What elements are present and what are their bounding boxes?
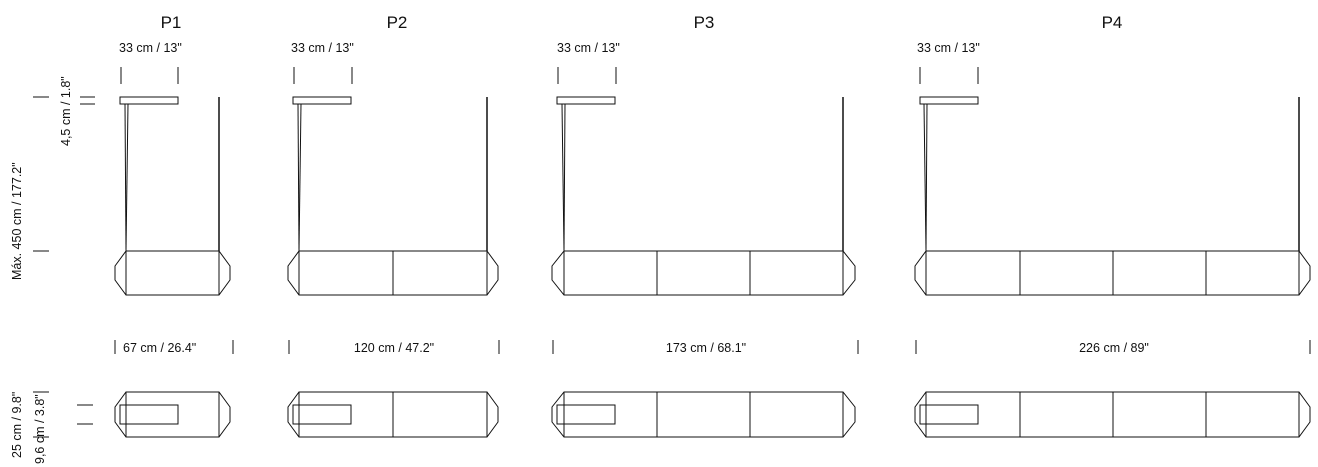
total-width-label: 67 cm / 26.4" (123, 341, 196, 355)
model-p1: P1 33 cm / 13" 67 cm / 26.4" (114, 13, 234, 438)
shade-width-label: 33 cm / 13" (291, 41, 354, 55)
lamp-body-front (114, 250, 231, 296)
canopy-shade (919, 96, 979, 105)
lamp-body-top (551, 391, 856, 438)
model-title: P4 (1102, 13, 1123, 32)
total-width-label: 226 cm / 89" (1079, 341, 1149, 355)
canopy-shade (292, 96, 352, 105)
canopy-height-label: 4,5 cm / 1.8" (59, 76, 73, 146)
shade-top-view (119, 404, 179, 425)
model-title: P1 (161, 13, 182, 32)
total-width-label: 173 cm / 68.1" (666, 341, 746, 355)
model-title: P3 (694, 13, 715, 32)
shade-top-view (919, 404, 979, 425)
total-width-label: 120 cm / 47.2" (354, 341, 434, 355)
shade-depth-label: 9,6 cm / 3.8" (33, 394, 47, 464)
left-dimension-ticks (33, 96, 95, 438)
canopy-shade (119, 96, 179, 105)
lamp-body-front (551, 250, 856, 296)
shade-width-label: 33 cm / 13" (917, 41, 980, 55)
model-p3: P3 33 cm / 13" 173 cm / 68.1" (551, 13, 859, 438)
max-height-label: Máx. 450 cm / 177.2" (10, 162, 24, 280)
lamp-body-top (114, 391, 231, 438)
shade-top-view (556, 404, 616, 425)
shade-width-label: 33 cm / 13" (119, 41, 182, 55)
shade-top-view (292, 404, 352, 425)
canopy-shade (556, 96, 616, 105)
model-title: P2 (387, 13, 408, 32)
model-p2: P2 33 cm / 13" 120 cm / 47.2" (287, 13, 500, 438)
model-p4: P4 33 cm / 13" 226 cm / 89" (914, 13, 1311, 438)
body-depth-label: 25 cm / 9.8" (10, 392, 24, 458)
shade-width-label: 33 cm / 13" (557, 41, 620, 55)
